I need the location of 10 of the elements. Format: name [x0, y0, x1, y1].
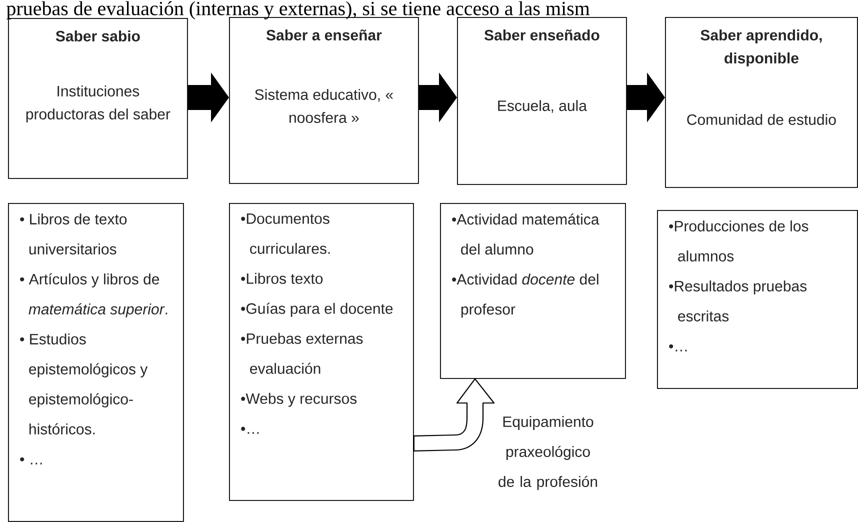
body-text: pruebas de evaluación (internas y externas), si se tiene acceso a las mism [6, 1, 590, 20]
list-box: •Actividad matemática del alumno •Actividad docente del profesor [440, 203, 626, 379]
edge-label: Equipamiento praxeológico de la profesión [498, 416, 598, 490]
stage-box: Saber aprendido, disponible Comunidad de estudio [665, 17, 858, 188]
list-box: •Documentos curriculares. •Libros texto •Guías para el docente •Pruebas externas evaluación •Webs y recursos •… [229, 203, 414, 501]
list-box: • Libros de texto universitarios • Artículos y libros de matemática superior. • Estudios epistemológicos y epistemológico-históricos. • … [8, 203, 184, 522]
list-box: •Producciones de los alumnos •Resultados pruebas escritas •… [657, 210, 858, 389]
stage-box: Saber enseñado Escuela, aula [457, 17, 627, 185]
stage-box: Saber sabio Instituciones productoras del saber [8, 18, 188, 179]
hollow-arrow [413, 378, 495, 452]
